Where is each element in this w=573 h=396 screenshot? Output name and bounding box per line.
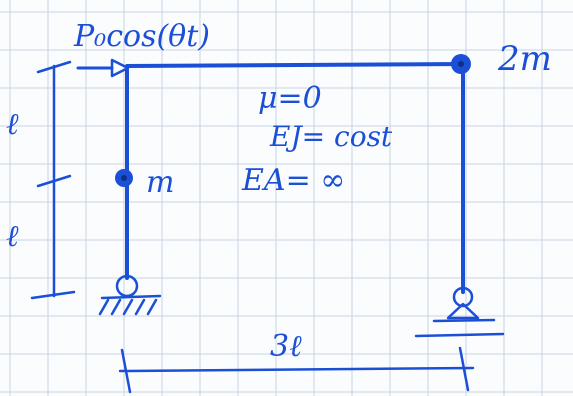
- pin-support-icon: [98, 274, 162, 316]
- top-right-mass-label: 2m: [497, 39, 552, 79]
- axial-stiffness-label: EA= ∞: [241, 163, 345, 198]
- span-label: 3ℓ: [270, 329, 302, 364]
- column-mass-label: m: [146, 165, 174, 200]
- top-beam: [125, 62, 468, 68]
- lower-height-label: ℓ: [6, 219, 19, 254]
- damping-label: μ=0: [258, 81, 322, 116]
- horizontal-dimension-line: [118, 346, 475, 394]
- load-label: P₀cos(θt): [73, 19, 210, 54]
- load-arrow-icon: [76, 58, 130, 78]
- upper-height-label: ℓ: [6, 107, 19, 142]
- vertical-dimension-line: [30, 60, 76, 300]
- roller-support-icon: [414, 286, 505, 338]
- bending-stiffness-label: EJ= cost: [269, 120, 393, 153]
